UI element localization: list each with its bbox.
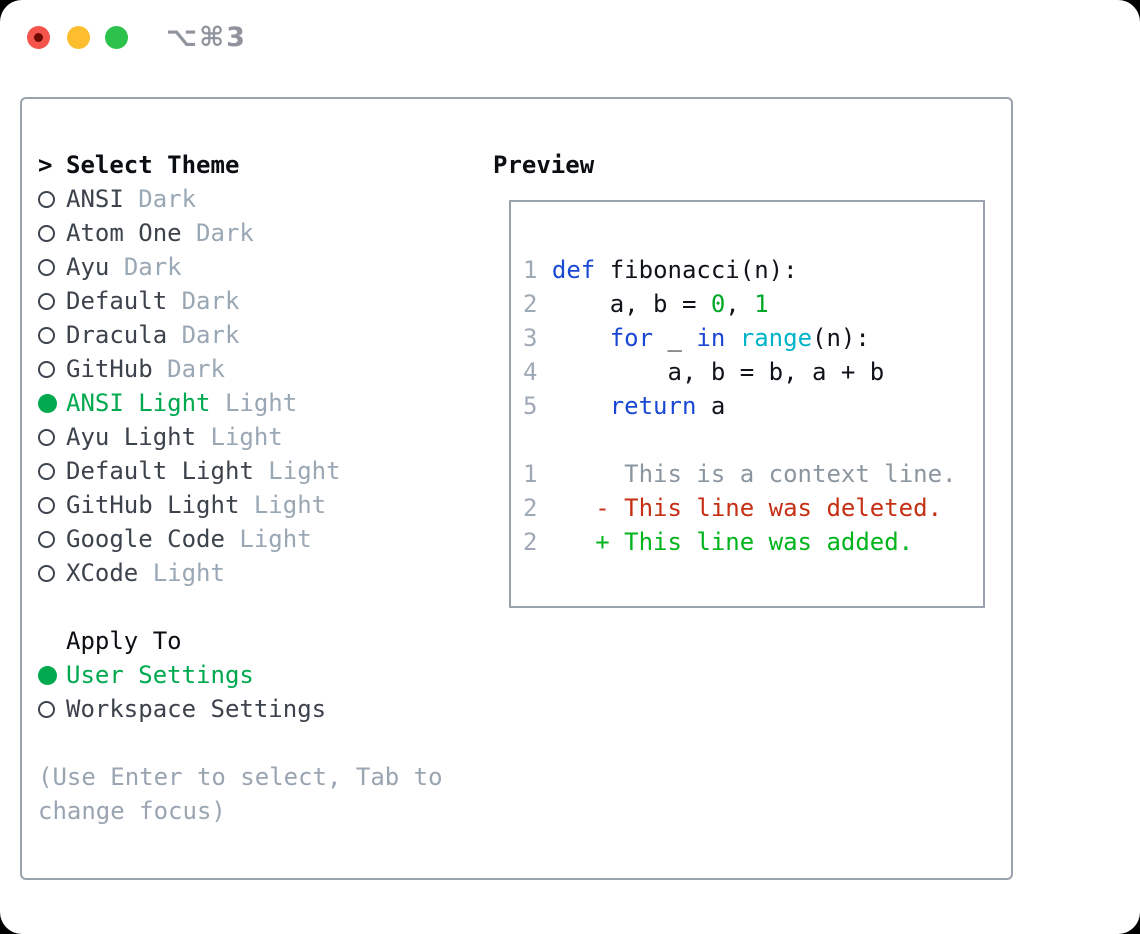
theme-name: Google Code bbox=[66, 525, 225, 553]
select-theme-header: > Select Theme bbox=[38, 148, 443, 182]
theme-option-google-code-light[interactable]: Google Code Light bbox=[38, 522, 443, 556]
theme-variant: Dark bbox=[181, 321, 240, 349]
theme-picker-panel: > Select Theme ANSI Dark Atom One Dark A… bbox=[20, 97, 1013, 880]
preview-code-line: 2 + This line was added. bbox=[523, 528, 914, 556]
chevron-cursor-icon: > bbox=[38, 151, 53, 179]
preview-code-line: 1 This is a context line. bbox=[523, 460, 957, 488]
theme-variant: Dark bbox=[167, 355, 225, 383]
apply-option-user-settings[interactable]: User Settings bbox=[38, 658, 443, 692]
close-button[interactable] bbox=[27, 26, 50, 49]
theme-name: Atom One bbox=[66, 219, 182, 247]
apply-option-label: User Settings bbox=[66, 661, 254, 689]
apply-option-label: Workspace Settings bbox=[66, 695, 327, 723]
radio-icon bbox=[38, 428, 55, 446]
preview-box: 1 def fibonacci(n): 2 a, b = 0, 1 3 for _ … bbox=[509, 200, 985, 608]
preview-code-line: 4 a, b = b, a + b bbox=[523, 358, 885, 386]
minimize-button[interactable] bbox=[67, 26, 90, 49]
theme-name: Ayu Light bbox=[66, 423, 197, 451]
radio-icon bbox=[38, 530, 55, 548]
theme-name: Ayu bbox=[66, 253, 110, 281]
theme-variant: Light bbox=[224, 389, 298, 417]
theme-variant: Light bbox=[152, 559, 225, 587]
theme-name: ANSI Light bbox=[66, 389, 211, 417]
theme-variant: Dark bbox=[123, 253, 182, 281]
theme-option-default-dark[interactable]: Default Dark bbox=[38, 284, 443, 318]
theme-option-xcode-light[interactable]: XCode Light bbox=[38, 556, 443, 590]
window-title: ⌥⌘3 bbox=[166, 22, 247, 53]
radio-icon bbox=[38, 224, 55, 242]
radio-icon bbox=[38, 326, 55, 344]
theme-variant: Light bbox=[239, 525, 312, 553]
theme-option-github-dark[interactable]: GitHub Dark bbox=[38, 352, 443, 386]
theme-option-dracula-dark[interactable]: Dracula Dark bbox=[38, 318, 443, 352]
theme-variant: Light bbox=[268, 457, 341, 485]
record-dot-icon bbox=[34, 33, 43, 42]
theme-option-github-light[interactable]: GitHub Light Light bbox=[38, 488, 443, 522]
theme-name: XCode bbox=[66, 559, 139, 587]
theme-option-ansi-dark[interactable]: ANSI Dark bbox=[38, 182, 443, 216]
theme-variant: Light bbox=[210, 423, 283, 451]
preview-code-line: 5 return a bbox=[523, 392, 726, 420]
radio-icon bbox=[38, 360, 55, 378]
preview-code-line: 2 a, b = 0, 1 bbox=[523, 290, 769, 318]
preview-code-line bbox=[523, 423, 957, 457]
radio-icon bbox=[38, 564, 55, 582]
radio-icon bbox=[38, 462, 55, 480]
theme-list: > Select Theme ANSI Dark Atom One Dark A… bbox=[38, 148, 443, 828]
theme-name: Dracula bbox=[66, 321, 168, 349]
radio-icon bbox=[38, 496, 55, 514]
radio-selected-icon bbox=[38, 393, 57, 413]
radio-icon bbox=[38, 700, 55, 718]
theme-name: GitHub Light bbox=[66, 491, 240, 519]
radio-icon bbox=[38, 292, 55, 310]
theme-name: GitHub bbox=[66, 355, 153, 383]
select-theme-header-label: Select Theme bbox=[66, 151, 240, 179]
radio-selected-icon bbox=[38, 665, 57, 685]
radio-icon bbox=[38, 258, 55, 276]
preview-code-line: 1 def fibonacci(n): bbox=[523, 256, 798, 284]
theme-name: Default bbox=[66, 287, 168, 315]
zoom-button[interactable] bbox=[105, 26, 128, 49]
theme-variant: Dark bbox=[196, 219, 254, 247]
apply-option-workspace-settings[interactable]: Workspace Settings bbox=[38, 692, 443, 726]
preview-code-line: 3 for _ in range(n): bbox=[523, 324, 870, 352]
theme-option-ayu-light[interactable]: Ayu Light Light bbox=[38, 420, 443, 454]
theme-variant: Dark bbox=[138, 185, 197, 213]
theme-variant: Dark bbox=[181, 287, 240, 315]
hint-line-1: (Use Enter to select, Tab to bbox=[38, 763, 443, 791]
theme-option-ayu-dark[interactable]: Ayu Dark bbox=[38, 250, 443, 284]
preview-code: 1 def fibonacci(n): 2 a, b = 0, 1 3 for _ … bbox=[523, 253, 957, 559]
theme-option-default-light[interactable]: Default Light Light bbox=[38, 454, 443, 488]
titlebar: ⌥⌘3 bbox=[0, 0, 1140, 72]
theme-name: ANSI bbox=[66, 185, 124, 213]
theme-option-atom-one-dark[interactable]: Atom One Dark bbox=[38, 216, 443, 250]
radio-icon bbox=[38, 190, 55, 208]
theme-option-ansi-light[interactable]: ANSI Light Light bbox=[38, 386, 443, 420]
preview-code-line: 2 - This line was deleted. bbox=[523, 494, 943, 522]
preview-label: Preview bbox=[493, 151, 595, 179]
hint-text: (Use Enter to select, Tab to change focu… bbox=[38, 760, 443, 828]
apply-to-header-label: Apply To bbox=[66, 627, 182, 655]
hint-line-2: change focus) bbox=[38, 797, 226, 825]
theme-name: Default Light bbox=[66, 457, 254, 485]
theme-variant: Light bbox=[253, 491, 327, 519]
apply-to-header: Apply To bbox=[38, 624, 443, 658]
